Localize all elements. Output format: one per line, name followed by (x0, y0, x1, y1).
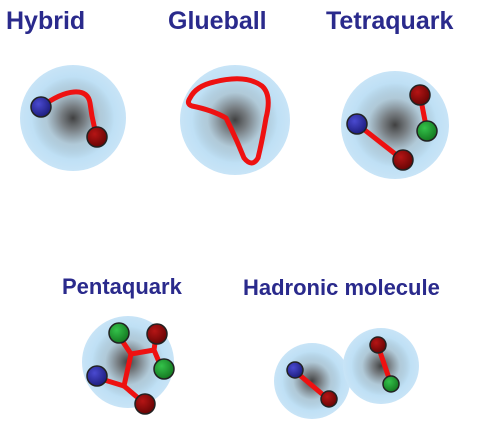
molecule-quark-green (383, 376, 399, 392)
tetraquark-diagram (341, 71, 449, 179)
pentaquark-diagram (82, 316, 174, 414)
tetraquark-quark-red-1 (393, 150, 413, 170)
glueball-diagram (180, 65, 290, 175)
hadronic-molecule-diagram (274, 328, 419, 419)
hybrid-bubble (20, 65, 126, 171)
molecule-quark-red-2 (370, 337, 386, 353)
pentaquark-quark-green-2 (154, 359, 174, 379)
tetraquark-quark-green (417, 121, 437, 141)
pentaquark-quark-red-2 (135, 394, 155, 414)
glueball-bubble (180, 65, 290, 175)
tetraquark-quark-blue (347, 114, 367, 134)
pentaquark-quark-green-1 (109, 323, 129, 343)
tetraquark-quark-red-2 (410, 85, 430, 105)
molecule-bubble-left (274, 343, 350, 419)
molecule-quark-red-1 (321, 391, 337, 407)
molecule-quark-blue (287, 362, 303, 378)
hybrid-quark-red (87, 127, 107, 147)
pentaquark-quark-blue (87, 366, 107, 386)
hybrid-diagram (20, 65, 126, 171)
hybrid-quark-blue (31, 97, 51, 117)
pentaquark-quark-red-1 (147, 324, 167, 344)
